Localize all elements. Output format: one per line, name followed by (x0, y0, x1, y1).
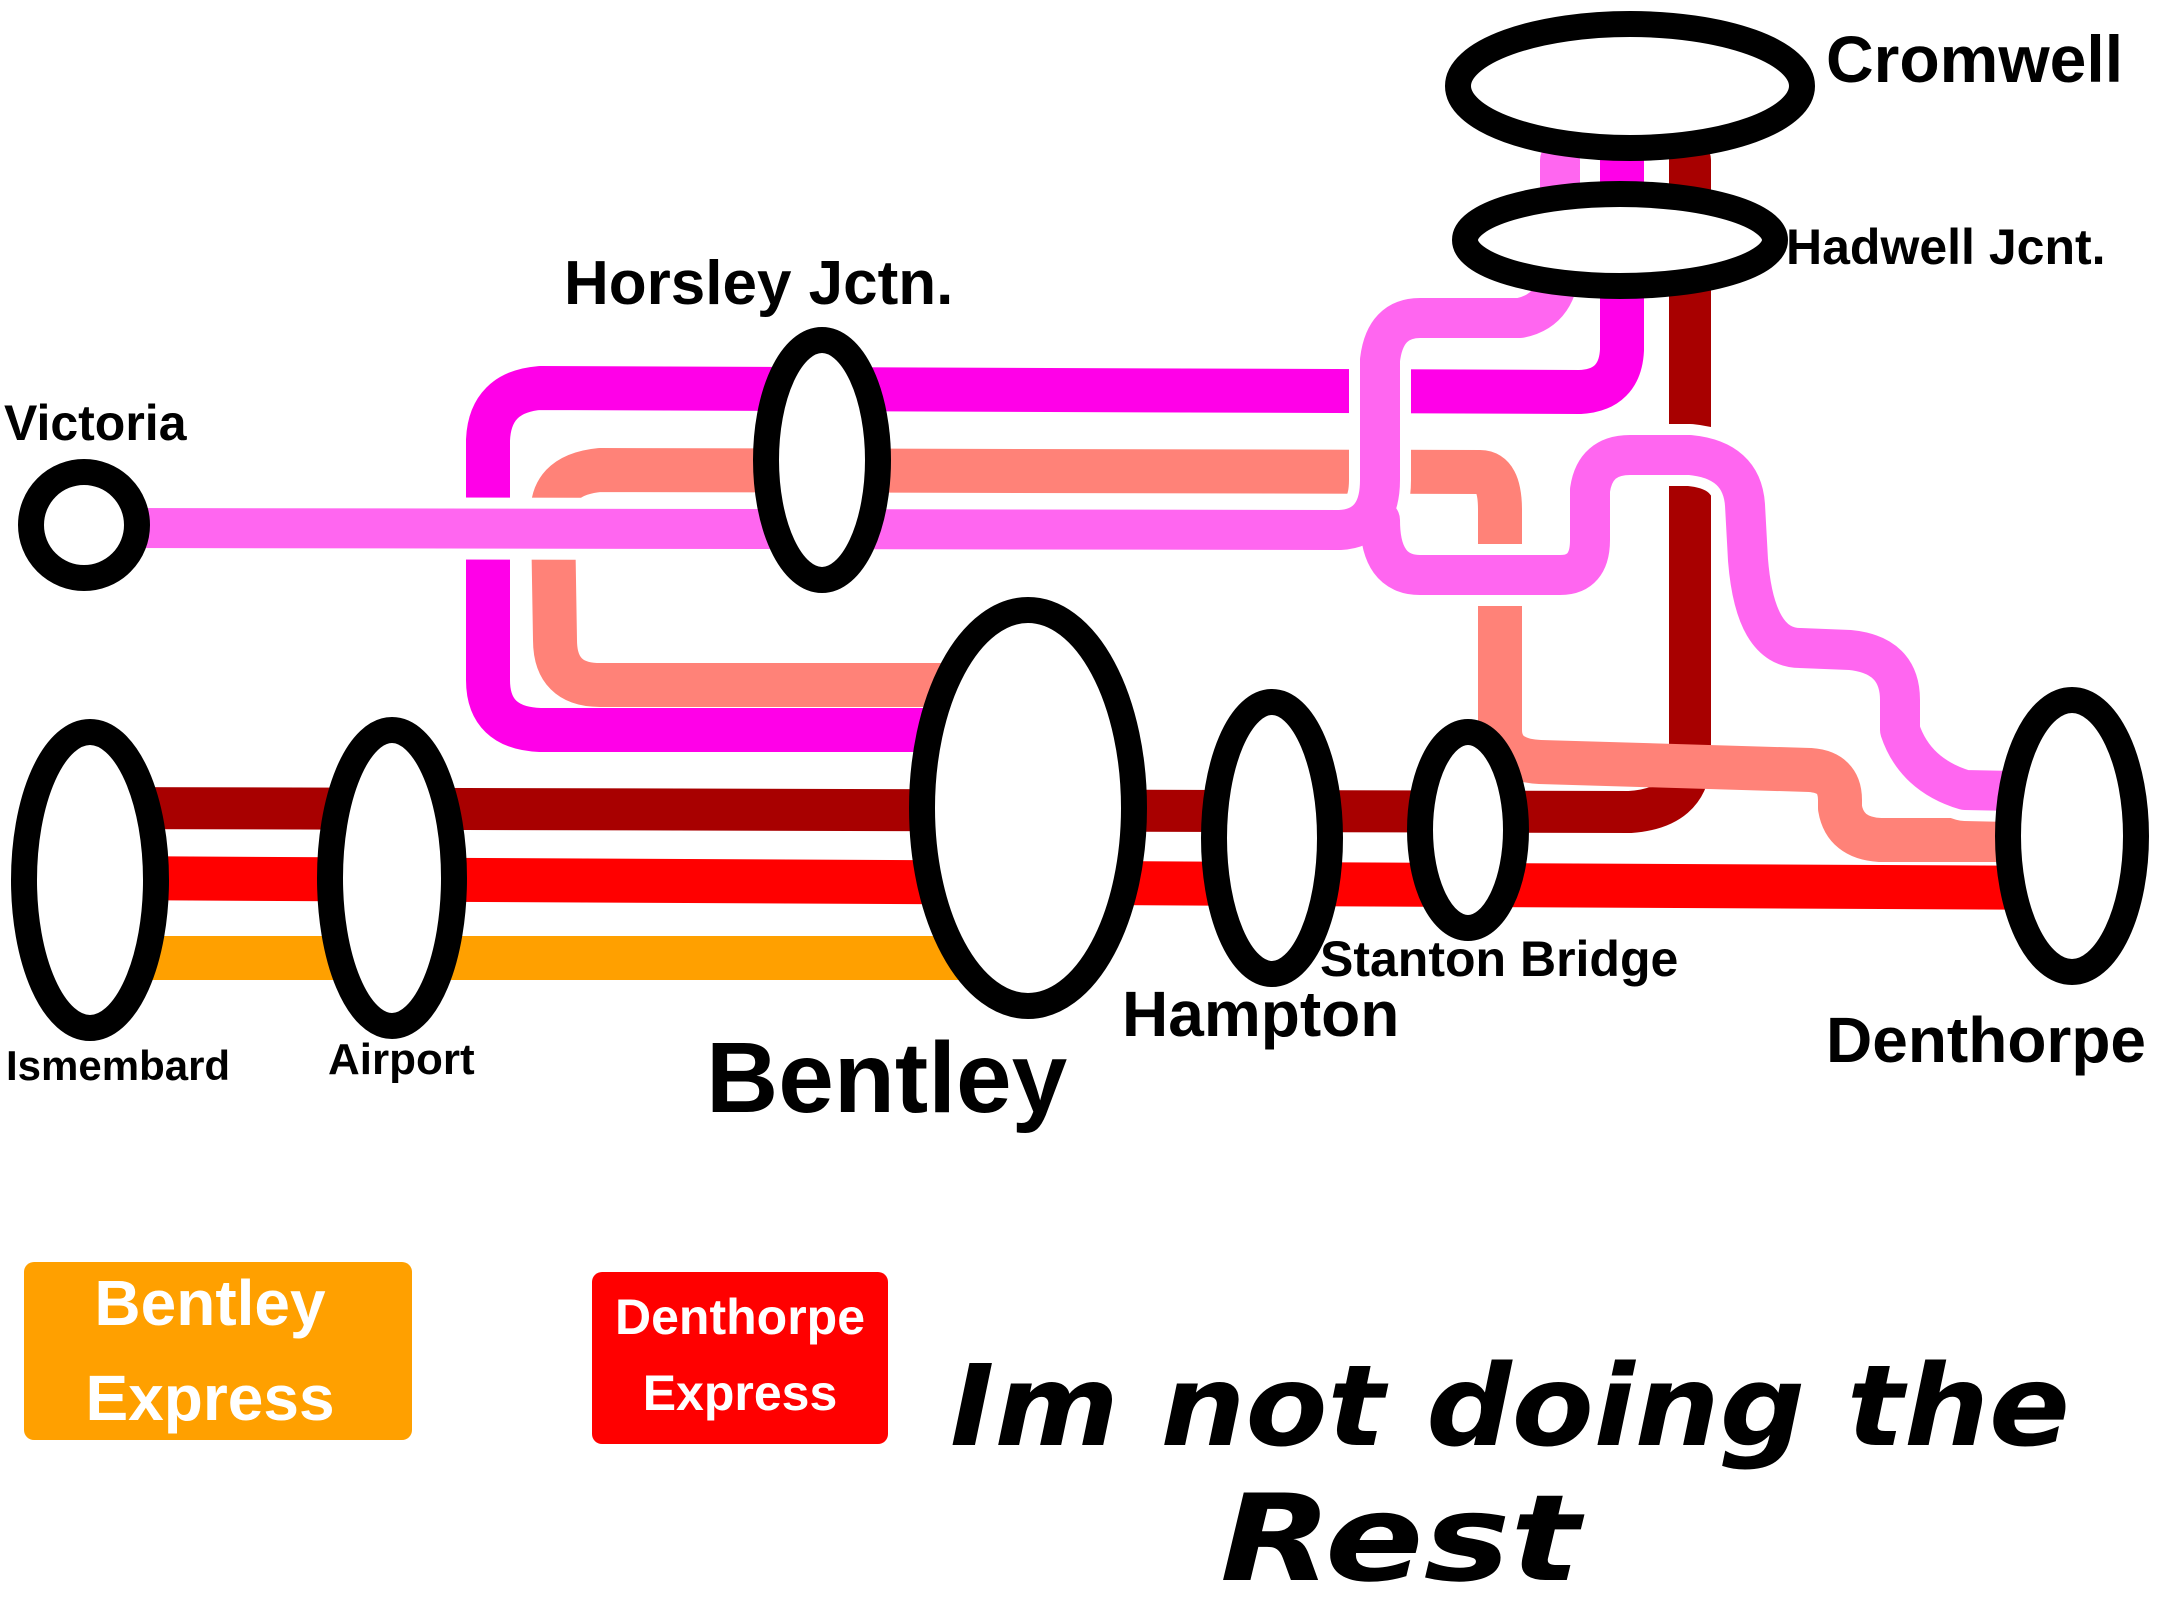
magenta-line (466, 138, 1644, 752)
station-airport[interactable] (317, 717, 467, 1039)
station-hampton[interactable] (1201, 689, 1343, 987)
handwritten-note: Im not doing the Rest (950, 1342, 2070, 1609)
legend-denthorpe-express-line1: Denthorpe (615, 1289, 865, 1345)
legend-denthorpe-express: Denthorpe Express (592, 1272, 888, 1444)
legend-bentley-express-badge (24, 1262, 412, 1440)
label-victoria: Victoria (4, 395, 188, 451)
note-line1: Im not doing the (950, 1342, 2070, 1472)
station-denthorpe[interactable] (1995, 687, 2149, 985)
legend-bentley-express-line1: Bentley (94, 1267, 326, 1339)
pink-line (100, 140, 2080, 812)
station-labels: Cromwell Hadwell Jcnt. Horsley Jctn. Vic… (4, 22, 2146, 1134)
station-cromwell[interactable] (1445, 11, 1815, 161)
label-horsley: Horsley Jctn. (564, 249, 953, 318)
station-ismembard[interactable] (11, 719, 169, 1041)
station-stanton[interactable] (1407, 719, 1529, 941)
label-hampton: Hampton (1122, 978, 1399, 1050)
legend-denthorpe-express-line2: Express (643, 1365, 838, 1421)
legend-bentley-express: Bentley Express (24, 1262, 412, 1440)
station-victoria[interactable] (18, 459, 150, 591)
salmon-line (530, 448, 2082, 862)
station-bentley[interactable] (909, 597, 1147, 1019)
label-bentley: Bentley (706, 1022, 1068, 1134)
label-airport: Airport (328, 1035, 475, 1084)
legend-bentley-express-line2: Express (85, 1362, 334, 1434)
label-cromwell: Cromwell (1826, 22, 2123, 96)
label-denthorpe: Denthorpe (1826, 1004, 2146, 1076)
label-hadwell: Hadwell Jcnt. (1786, 219, 2106, 275)
stations (11, 11, 2149, 1041)
legend-denthorpe-express-badge (592, 1272, 888, 1444)
note-line2: Rest (1220, 1470, 1586, 1609)
legend: Bentley Express Denthorpe Express (24, 1262, 888, 1444)
station-hadwell[interactable] (1452, 181, 1788, 299)
label-ismembard: Ismembard (6, 1042, 230, 1089)
label-stanton: Stanton Bridge (1320, 931, 1678, 987)
station-horsley[interactable] (753, 327, 891, 593)
